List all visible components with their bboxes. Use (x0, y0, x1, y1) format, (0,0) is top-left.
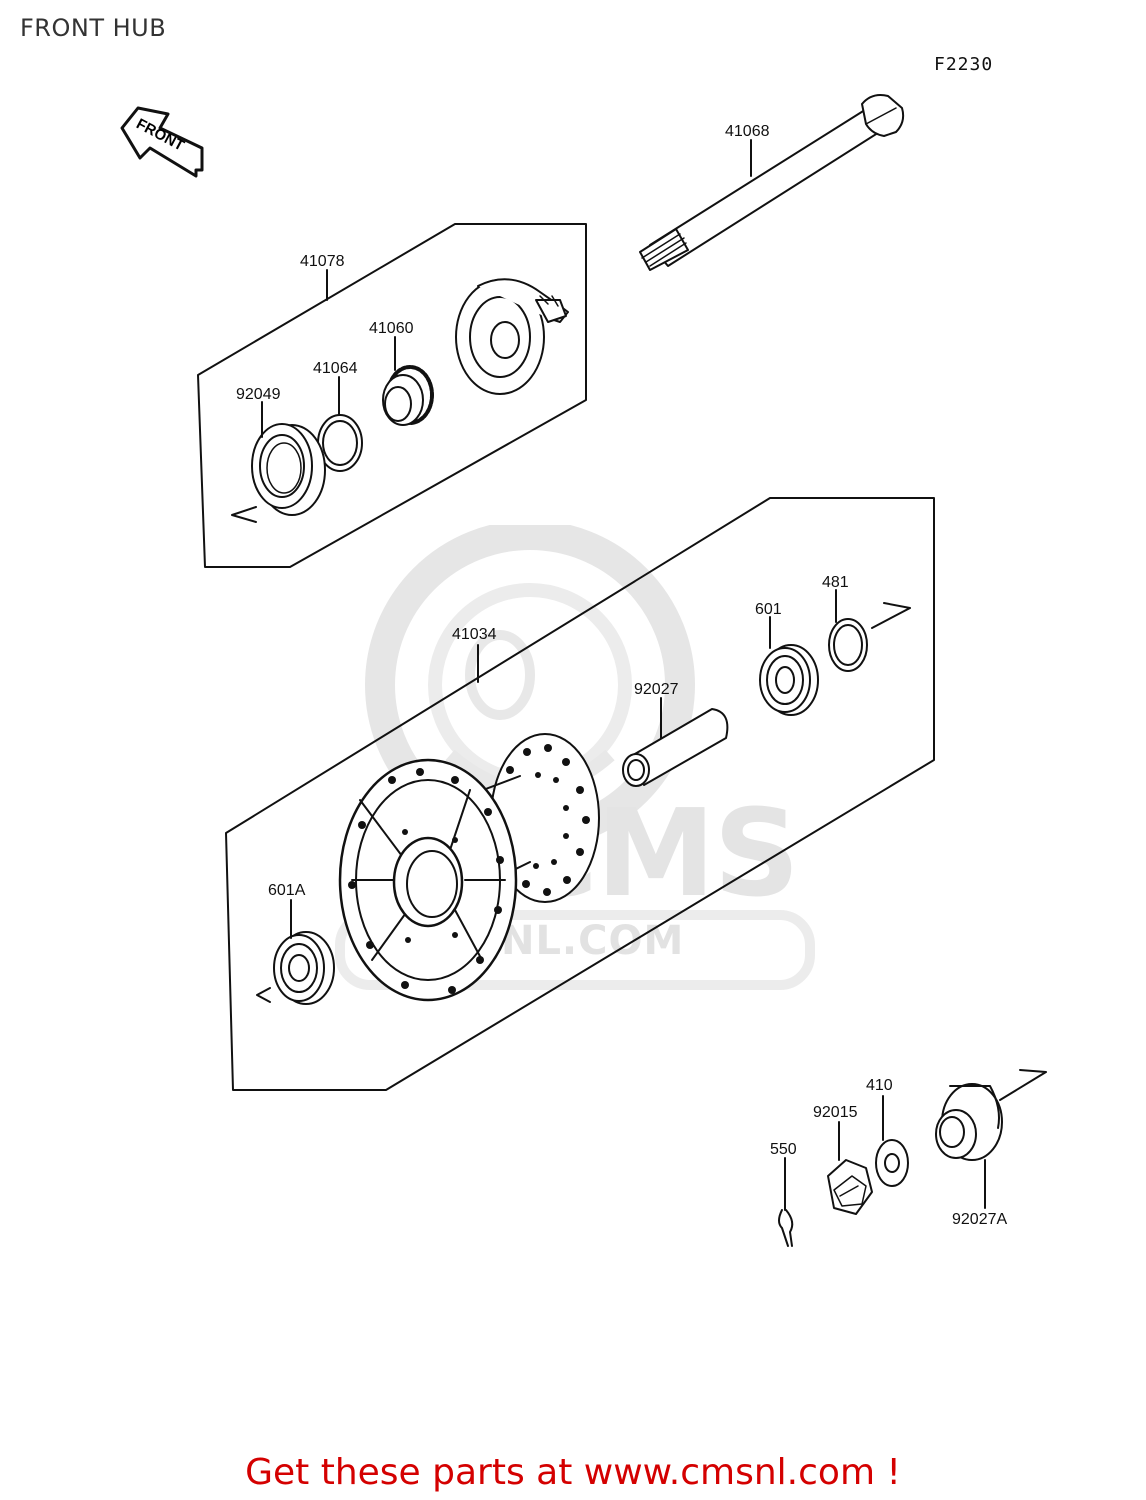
label-92049: 92049 (236, 386, 281, 403)
front-arrow-icon (120, 106, 204, 178)
label-41064: 41064 (313, 360, 358, 377)
label-92015: 92015 (813, 1104, 858, 1121)
assembly-mark (871, 602, 911, 629)
hub-41034[interactable] (338, 733, 600, 1002)
label-601A: 601A (268, 882, 306, 899)
axle-41068[interactable] (639, 94, 905, 271)
label-41034: 41034 (452, 626, 497, 643)
bearing-601A[interactable] (273, 931, 335, 1005)
label-601: 601 (755, 601, 782, 618)
page-title: FRONT HUB (20, 14, 167, 42)
washer-410[interactable] (875, 1139, 909, 1187)
label-550: 550 (770, 1141, 797, 1158)
label-92027A: 92027A (952, 1211, 1007, 1228)
gear-41060[interactable] (382, 365, 434, 426)
castle-nut-92015[interactable] (827, 1159, 873, 1215)
assembly-mark (256, 987, 271, 1003)
figure-code: F2230 (934, 54, 994, 75)
cotter-pin-550[interactable] (778, 1209, 794, 1247)
label-41068: 41068 (725, 123, 770, 140)
assembly-mark (231, 506, 257, 523)
label-410: 410 (866, 1077, 893, 1094)
label-41078: 41078 (300, 253, 345, 270)
collar-92027A[interactable] (935, 1083, 1003, 1161)
label-481: 481 (822, 574, 849, 591)
spacer-92027[interactable] (622, 708, 729, 787)
group-box-41078 (197, 223, 587, 568)
group-box-hub (225, 497, 935, 1091)
meter-gear-housing[interactable] (455, 278, 569, 395)
label-41060: 41060 (369, 320, 414, 337)
seal-92049[interactable] (251, 423, 326, 516)
label-92027: 92027 (634, 681, 679, 698)
circlip-481[interactable] (828, 618, 868, 672)
bearing-601[interactable] (759, 644, 819, 716)
footer-link[interactable]: Get these parts at www.cmsnl.com ! (245, 1452, 901, 1493)
assembly-mark (999, 1069, 1047, 1101)
